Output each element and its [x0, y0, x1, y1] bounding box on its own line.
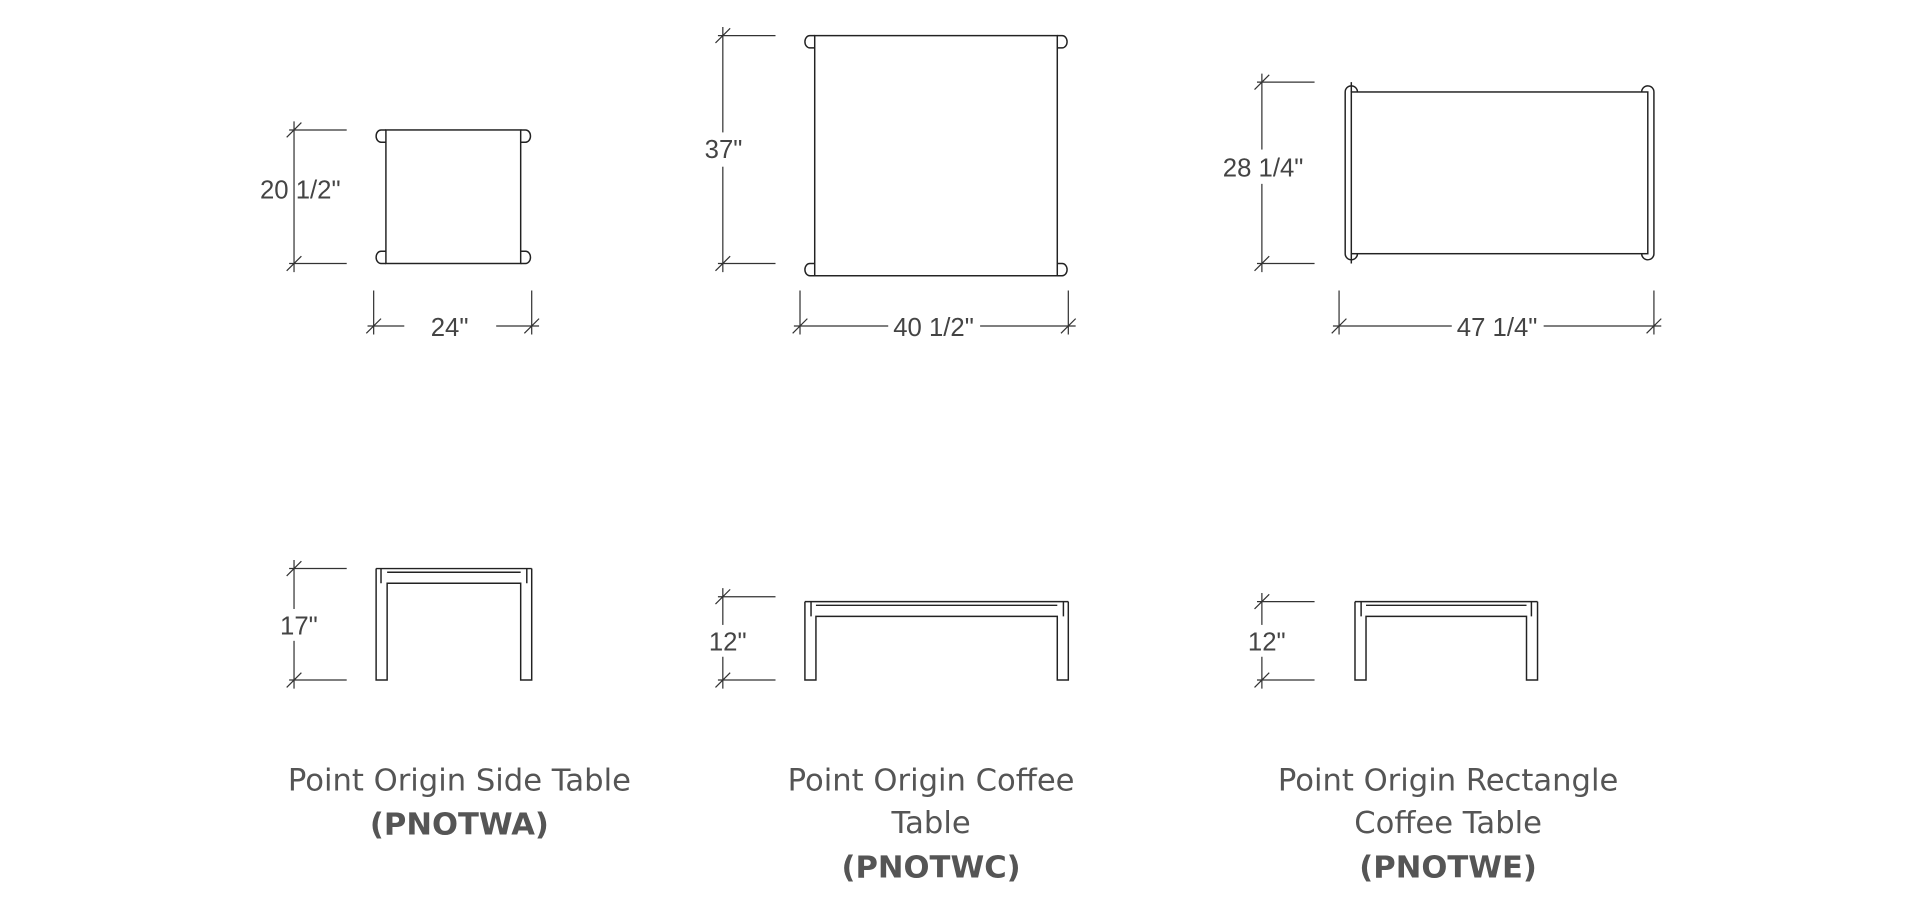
product-name-line2: Coffee Table	[1354, 806, 1542, 841]
height-label: 12"	[709, 629, 747, 657]
product-name: Point Origin Coffee	[788, 763, 1075, 798]
width-label: 47 1/4"	[1457, 314, 1538, 342]
side-table-caption: Point Origin Side Table (PNOTWA)	[288, 763, 631, 842]
side-table-side-view: 17"	[279, 559, 533, 689]
width-dimension: 40 1/2"	[792, 290, 1077, 342]
coffee-table-top-view: 37" 40 1/2"	[698, 27, 1077, 342]
depth-dimension: 20 1/2"	[260, 121, 347, 273]
depth-dimension: 28 1/4"	[1219, 73, 1315, 273]
width-dimension: 24"	[365, 290, 540, 342]
rectangle-coffee-table-side-view: 12"	[1247, 593, 1539, 689]
product-code: (PNOTWE)	[1359, 850, 1537, 885]
width-label: 24"	[431, 314, 469, 342]
height-label: 12"	[1248, 629, 1286, 657]
coffee-table-side-view: 12"	[708, 588, 1070, 689]
coffee-table-caption: Point Origin Coffee Table (PNOTWC)	[788, 763, 1075, 885]
height-label: 17"	[280, 613, 318, 641]
depth-label: 28 1/4"	[1223, 155, 1304, 183]
width-label: 40 1/2"	[893, 314, 974, 342]
depth-label: 20 1/2"	[260, 177, 341, 205]
product-name-line2: Table	[891, 806, 971, 841]
width-dimension: 47 1/4"	[1331, 290, 1662, 342]
product-code: (PNOTWA)	[370, 807, 549, 842]
rectangle-coffee-table-caption: Point Origin Rectangle Coffee Table (PNO…	[1278, 763, 1618, 885]
depth-label: 37"	[705, 136, 743, 164]
product-name: Point Origin Rectangle	[1278, 763, 1618, 798]
rectangle-coffee-table-top-view: 28 1/4" 47 1/4"	[1219, 73, 1662, 342]
product-code: (PNOTWC)	[842, 850, 1021, 885]
side-table-top-view: 20 1/2" 24"	[260, 121, 540, 342]
product-name: Point Origin Side Table	[288, 763, 631, 798]
depth-dimension: 37"	[698, 27, 776, 273]
